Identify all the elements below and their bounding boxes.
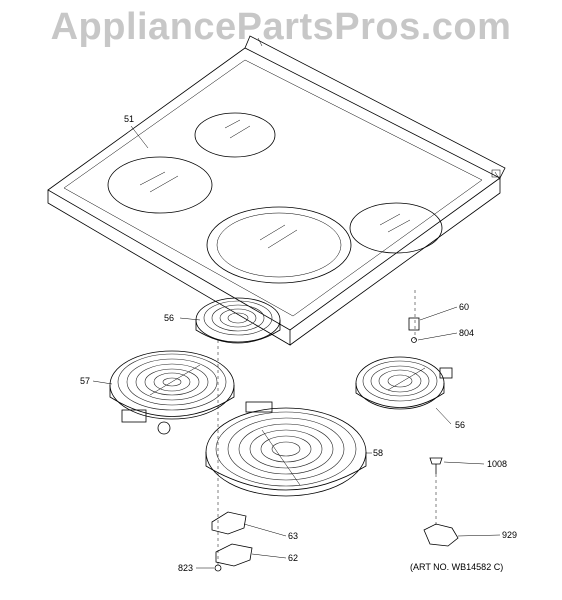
small-heating-element-top <box>195 297 281 344</box>
art-number: (ART NO. WB14582 C) <box>410 562 504 572</box>
callout-58: 58 <box>373 448 383 458</box>
callout-57: 57 <box>80 376 90 386</box>
callout-51: 51 <box>124 114 134 124</box>
callout-804: 804 <box>459 328 474 338</box>
leader-lines <box>92 125 501 569</box>
small-parts-right <box>408 290 420 343</box>
screw-and-clip <box>423 457 459 547</box>
small-heating-element-right <box>355 356 453 410</box>
callout-1008: 1008 <box>487 459 507 469</box>
watermark-logo: AppliancePartsPros.com <box>50 6 512 48</box>
glass-burner-markings <box>107 112 443 284</box>
cooktop-glass <box>47 35 506 346</box>
mounting-brackets <box>211 340 253 572</box>
callout-823: 823 <box>178 563 193 573</box>
callout-63: 63 <box>288 531 298 541</box>
callout-56-right: 56 <box>455 420 465 430</box>
callout-929: 929 <box>502 530 517 540</box>
callout-62: 62 <box>288 553 298 563</box>
callout-56-top: 56 <box>164 313 174 323</box>
large-heating-element <box>205 401 367 497</box>
callout-60: 60 <box>459 302 469 312</box>
heating-element-left <box>109 350 235 435</box>
